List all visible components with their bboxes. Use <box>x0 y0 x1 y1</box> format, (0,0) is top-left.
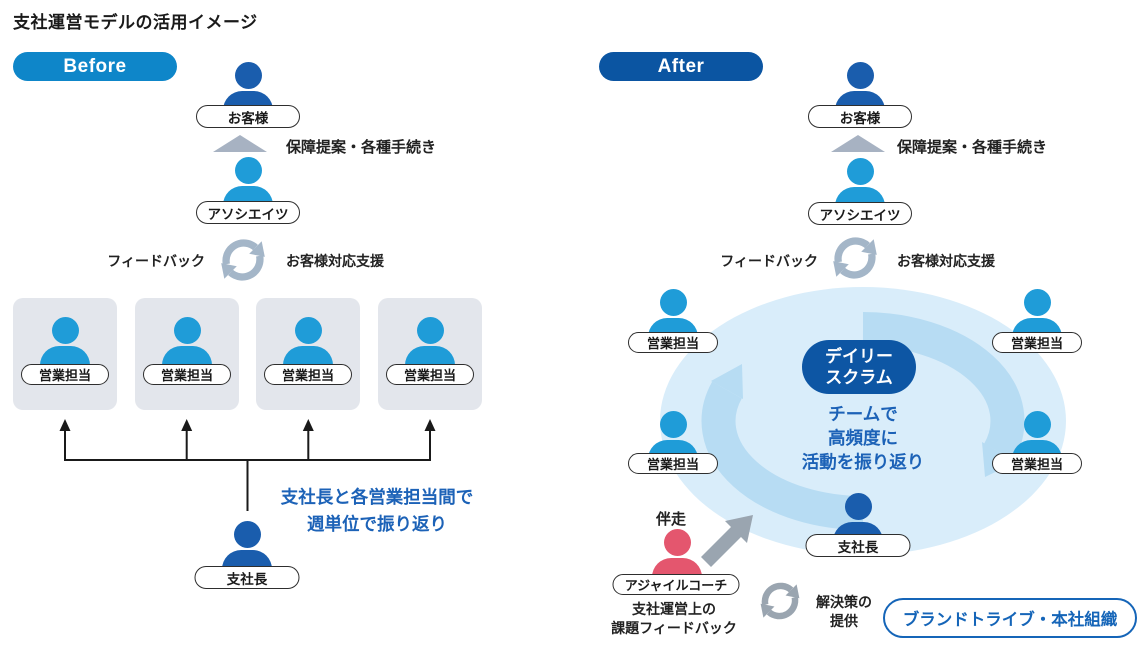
org-tree-arrows <box>59 419 436 511</box>
issue-feedback-text: 支社運営上の 課題フィードバック <box>611 601 737 636</box>
sales-label: 営業担当 <box>992 332 1082 353</box>
person-head <box>233 521 261 548</box>
sales-label: 営業担当 <box>628 332 718 353</box>
feedback-text: フィードバック <box>107 253 205 269</box>
accompany-text: 伴走 <box>656 511 687 528</box>
coach-support-arrow-icon <box>701 515 753 567</box>
up-arrow-icon <box>213 135 267 152</box>
sales-person-icon <box>159 317 215 369</box>
team-review-text: チームで 高頻度に 活動を振り返り <box>801 404 925 472</box>
sales-label: 営業担当 <box>21 364 109 385</box>
person-head <box>846 62 874 89</box>
person-head <box>846 158 874 185</box>
sales-label: 営業担当 <box>992 453 1082 474</box>
agile-coach-person-icon <box>649 529 705 581</box>
feedback-text: フィードバック <box>720 253 818 269</box>
brand-tribe-pill: ブランドトライブ・本社組織 <box>883 598 1137 638</box>
proposal-text: 保障提案・各種手続き <box>286 139 437 156</box>
solution-text: 解決策の 提供 <box>816 594 872 629</box>
cycle-arrows-icon <box>760 582 800 620</box>
weekly-review-text: 支社長と各営業担当間で 週単位で振り返り <box>280 487 474 534</box>
agile-coach-label: アジャイルコーチ <box>612 574 740 595</box>
support-text: お客様対応支援 <box>897 253 995 269</box>
proposal-text: 保障提案・各種手続き <box>897 139 1048 156</box>
sales-label: 営業担当 <box>264 364 352 385</box>
sales-label: 営業担当 <box>386 364 474 385</box>
customer-label: お客様 <box>196 105 300 128</box>
branch-manager-label: 支社長 <box>805 534 911 557</box>
cycle-arrows-icon <box>833 237 877 279</box>
person-head <box>844 493 872 520</box>
before-badge: Before <box>13 52 177 81</box>
branch-manager-label: 支社長 <box>194 566 300 589</box>
after-badge: After <box>599 52 763 81</box>
associates-label: アソシエイツ <box>808 202 912 225</box>
sales-label: 営業担当 <box>628 453 718 474</box>
page-title: 支社運営モデルの活用イメージ <box>13 13 258 32</box>
sales-person-icon <box>37 317 93 369</box>
daily-scrum-pill: デイリー スクラム <box>802 340 916 394</box>
scrum-cycle-arrows-icon <box>701 312 1025 530</box>
person-head <box>234 62 262 89</box>
sales-person-icon <box>402 317 458 369</box>
up-arrow-icon <box>831 135 885 152</box>
cycle-arrows-icon <box>221 239 265 281</box>
customer-label: お客様 <box>808 105 912 128</box>
sales-label: 営業担当 <box>143 364 231 385</box>
support-text: お客様対応支援 <box>286 253 384 269</box>
person-head <box>663 529 691 556</box>
sales-person-icon <box>280 317 336 369</box>
associates-label: アソシエイツ <box>196 201 300 224</box>
person-head <box>234 157 262 184</box>
